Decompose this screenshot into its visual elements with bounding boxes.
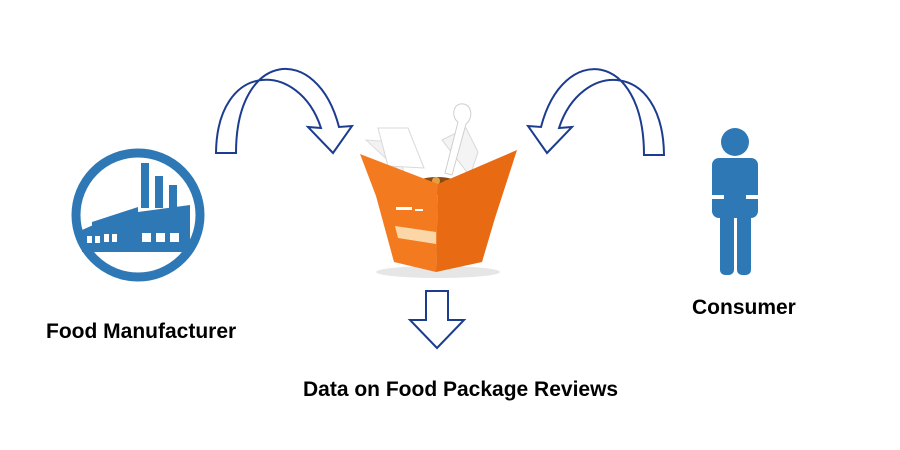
arrow-manufacturer-to-package xyxy=(214,67,355,155)
arrow-package-to-data xyxy=(407,290,467,350)
data-output-label: Data on Food Package Reviews xyxy=(303,378,619,401)
factory-icon xyxy=(71,148,205,282)
arrow-consumer-to-package xyxy=(525,68,666,156)
person-icon xyxy=(712,128,758,275)
consumer-label: Consumer xyxy=(692,296,796,319)
food-manufacturer-label: Food Manufacturer xyxy=(46,320,237,343)
food-takeout-box-icon xyxy=(360,103,517,278)
